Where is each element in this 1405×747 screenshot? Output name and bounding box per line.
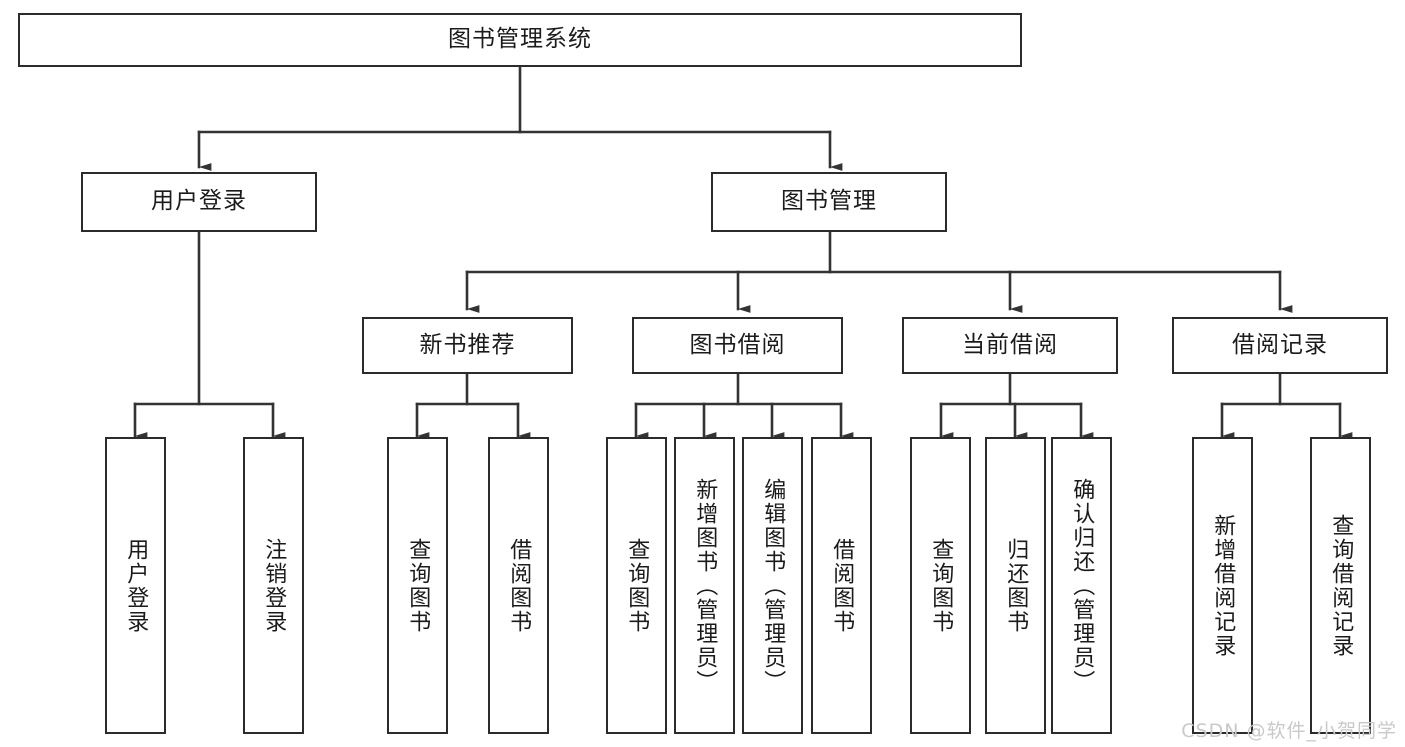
leaf-borrow-query-book[interactable]: 查询图书: [606, 437, 667, 734]
leaf-record-query-record-label: 查询借阅记录: [1328, 513, 1354, 658]
node-root-label: 图书管理系统: [448, 26, 592, 53]
leaf-current-query-book[interactable]: 查询图书: [910, 437, 971, 734]
leaf-user-login[interactable]: 用户登录: [105, 437, 166, 734]
leaf-record-add-record-label: 新增借阅记录: [1210, 513, 1236, 658]
leaf-record-query-record[interactable]: 查询借阅记录: [1310, 437, 1371, 734]
csdn-watermark: CSDN @软件_小贺同学: [1181, 720, 1397, 742]
node-borrow-record[interactable]: 借阅记录: [1172, 317, 1388, 374]
leaf-recommend-borrow-book-label: 借阅图书: [506, 537, 532, 634]
leaf-recommend-query-book[interactable]: 查询图书: [387, 437, 448, 734]
leaf-recommend-borrow-book[interactable]: 借阅图书: [488, 437, 549, 734]
node-book-management-label: 图书管理: [781, 188, 877, 215]
leaf-borrow-borrow-book[interactable]: 借阅图书: [811, 437, 872, 734]
node-user-login-label: 用户登录: [151, 188, 247, 215]
leaf-record-add-record[interactable]: 新增借阅记录: [1192, 437, 1253, 734]
node-new-book-recommend[interactable]: 新书推荐: [362, 317, 573, 374]
leaf-current-confirm-return-admin-label: 确认归还（管理员）: [1069, 477, 1095, 694]
leaf-current-query-book-label: 查询图书: [928, 537, 954, 634]
leaf-borrow-edit-book-admin-label: 编辑图书（管理员）: [760, 477, 786, 694]
node-user-login[interactable]: 用户登录: [81, 172, 317, 232]
leaf-user-login-label: 用户登录: [123, 537, 149, 634]
leaf-recommend-query-book-label: 查询图书: [405, 537, 431, 634]
leaf-borrow-add-book-admin[interactable]: 新增图书（管理员）: [674, 437, 735, 734]
leaf-borrow-edit-book-admin[interactable]: 编辑图书（管理员）: [742, 437, 803, 734]
leaf-borrow-borrow-book-label: 借阅图书: [829, 537, 855, 634]
leaf-borrow-add-book-admin-label: 新增图书（管理员）: [692, 477, 718, 694]
leaf-current-confirm-return-admin[interactable]: 确认归还（管理员）: [1051, 437, 1112, 734]
leaf-user-logout-label: 注销登录: [261, 537, 287, 634]
node-book-management[interactable]: 图书管理: [711, 172, 947, 232]
node-book-borrow-label: 图书借阅: [689, 331, 786, 358]
node-current-borrow[interactable]: 当前借阅: [902, 317, 1118, 374]
node-book-borrow[interactable]: 图书借阅: [632, 317, 843, 374]
leaf-user-logout[interactable]: 注销登录: [243, 437, 304, 734]
leaf-borrow-query-book-label: 查询图书: [624, 537, 650, 634]
node-current-borrow-label: 当前借阅: [962, 331, 1058, 358]
node-root[interactable]: 图书管理系统: [18, 13, 1022, 67]
node-new-book-recommend-label: 新书推荐: [419, 331, 516, 358]
leaf-current-return-book[interactable]: 归还图书: [985, 437, 1046, 734]
leaf-current-return-book-label: 归还图书: [1003, 537, 1029, 634]
node-borrow-record-label: 借阅记录: [1232, 331, 1328, 358]
